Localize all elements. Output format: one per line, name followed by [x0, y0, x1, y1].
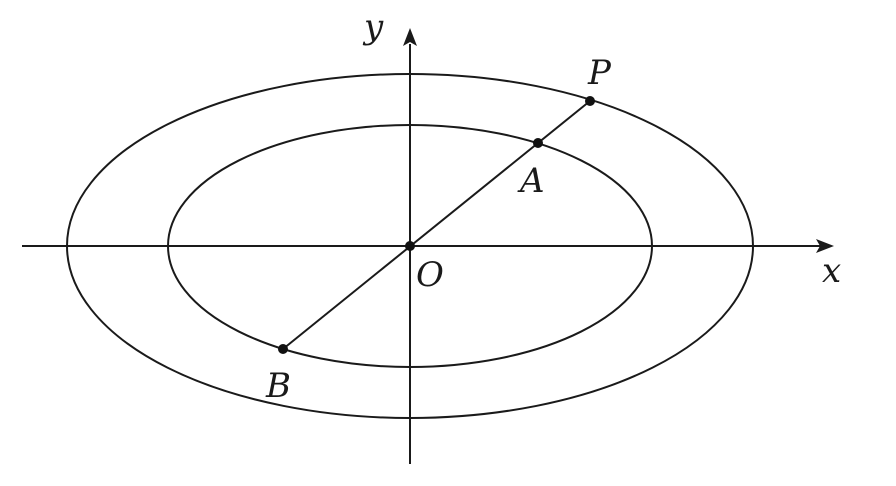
segment-bp	[282, 100, 591, 350]
x-axis-label: x	[822, 251, 841, 291]
y-axis-arrow-icon	[403, 28, 417, 46]
x-axis-arrow-icon	[816, 239, 834, 253]
point-b	[278, 344, 288, 354]
point-a-label: A	[517, 161, 545, 201]
point-p-label: P	[587, 53, 612, 93]
point-o-label: O	[416, 255, 444, 295]
point-a	[533, 138, 543, 148]
point-p	[585, 96, 595, 106]
y-axis-label: y	[362, 7, 384, 47]
point-b-label: B	[265, 366, 291, 406]
point-o	[405, 241, 415, 251]
